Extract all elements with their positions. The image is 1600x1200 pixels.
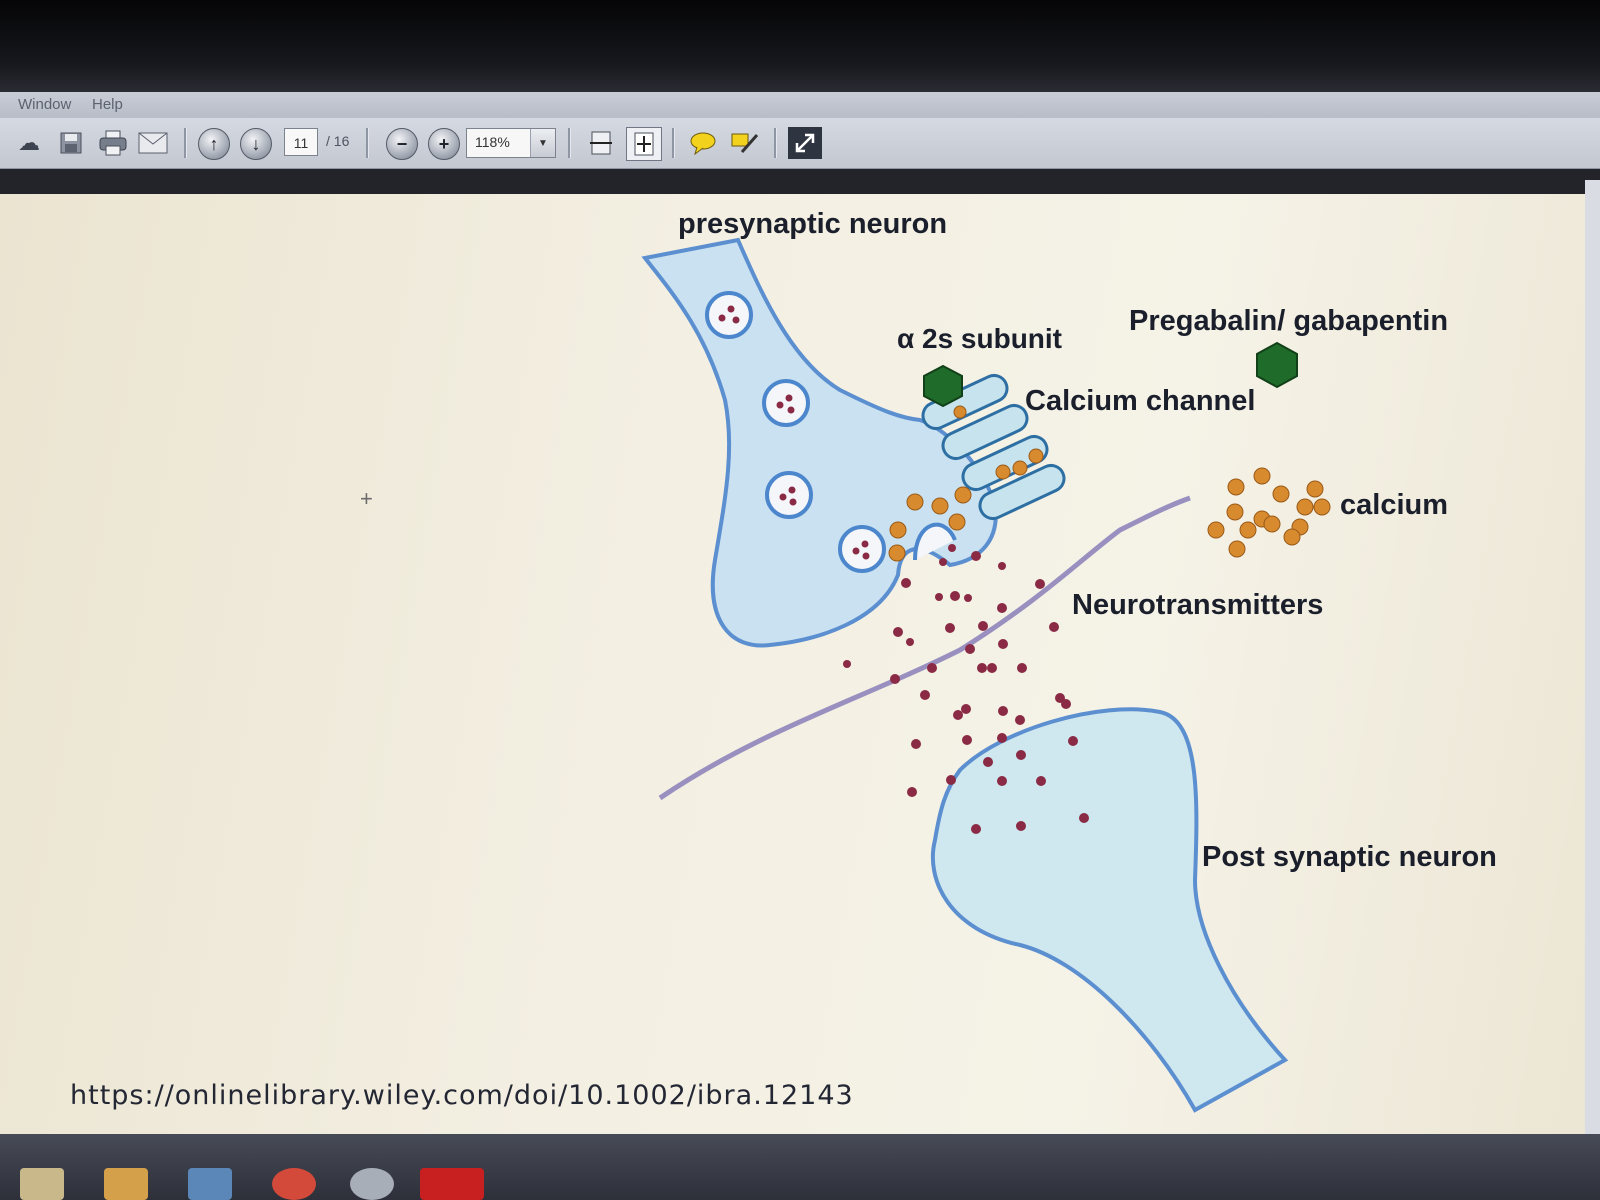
- source-url: https://onlinelibrary.wiley.com/doi/10.1…: [70, 1080, 854, 1111]
- neurotransmitters-label: Neurotransmitters: [1072, 589, 1324, 621]
- pregabalin-hexagon: [1256, 341, 1298, 389]
- next-page-icon[interactable]: ↓: [240, 128, 272, 160]
- media-player-icon[interactable]: [104, 1168, 148, 1200]
- alpha-subunit-label: α 2s subunit: [897, 323, 1063, 354]
- zoom-value: 118%: [475, 134, 510, 150]
- page-total: / 16: [326, 133, 350, 149]
- chevron-down-icon[interactable]: ▼: [530, 129, 555, 157]
- postsynaptic-neuron-label: Post synaptic neuron: [1202, 841, 1497, 873]
- file-explorer-icon[interactable]: [20, 1168, 64, 1200]
- zoom-select[interactable]: 118% ▼: [466, 128, 556, 158]
- page-number-input[interactable]: 11: [284, 128, 318, 156]
- calcium-ions: [888, 405, 1331, 562]
- sign-icon[interactable]: [728, 127, 762, 159]
- vertical-scrollbar[interactable]: [1585, 180, 1600, 1140]
- membrane-line: [658, 495, 1191, 801]
- video-app-icon[interactable]: [188, 1168, 232, 1200]
- vesicle: [705, 291, 886, 573]
- neurotransmitter-molecules: [843, 544, 1089, 834]
- cloud-upload-icon[interactable]: ☁: [18, 130, 40, 155]
- calcium-channel-label: Calcium channel: [1025, 385, 1256, 417]
- fit-width-icon[interactable]: [584, 127, 618, 159]
- previous-page-icon[interactable]: ↑: [198, 128, 230, 160]
- presynaptic-neuron-label: presynaptic neuron: [678, 208, 948, 240]
- save-icon[interactable]: [54, 127, 88, 159]
- calcium-channel: [921, 373, 1066, 521]
- toolbar: ☁ ↑ ↓ − +: [0, 118, 1600, 169]
- vesicle-contents: [718, 305, 870, 560]
- pregabalin-label: Pregabalin/ gabapentin: [1129, 305, 1449, 337]
- print-icon[interactable]: [96, 127, 130, 159]
- menu-window[interactable]: Window: [18, 96, 72, 113]
- calcium-label: calcium: [1340, 489, 1448, 521]
- menu-bar: Window Help: [0, 92, 1600, 118]
- menu-help[interactable]: Help: [92, 96, 123, 113]
- fit-page-icon[interactable]: [626, 127, 662, 161]
- taskbar: [0, 1134, 1600, 1200]
- zoom-out-icon[interactable]: −: [386, 128, 418, 160]
- monitor-bezel: [0, 0, 1600, 92]
- acrobat-reader-icon[interactable]: [420, 1168, 484, 1200]
- crosshair-cursor-icon: +: [360, 486, 373, 511]
- zoom-in-icon[interactable]: +: [428, 128, 460, 160]
- fullscreen-icon[interactable]: [788, 127, 822, 159]
- app-icon[interactable]: [350, 1168, 394, 1200]
- postsynaptic-neuron-shape: [930, 707, 1289, 1113]
- chrome-icon[interactable]: [272, 1168, 316, 1200]
- comment-icon[interactable]: [686, 127, 720, 159]
- email-icon[interactable]: [136, 127, 170, 159]
- exocytosis-pore: [913, 522, 957, 561]
- alpha2delta-ligand-hexagon: [923, 364, 963, 408]
